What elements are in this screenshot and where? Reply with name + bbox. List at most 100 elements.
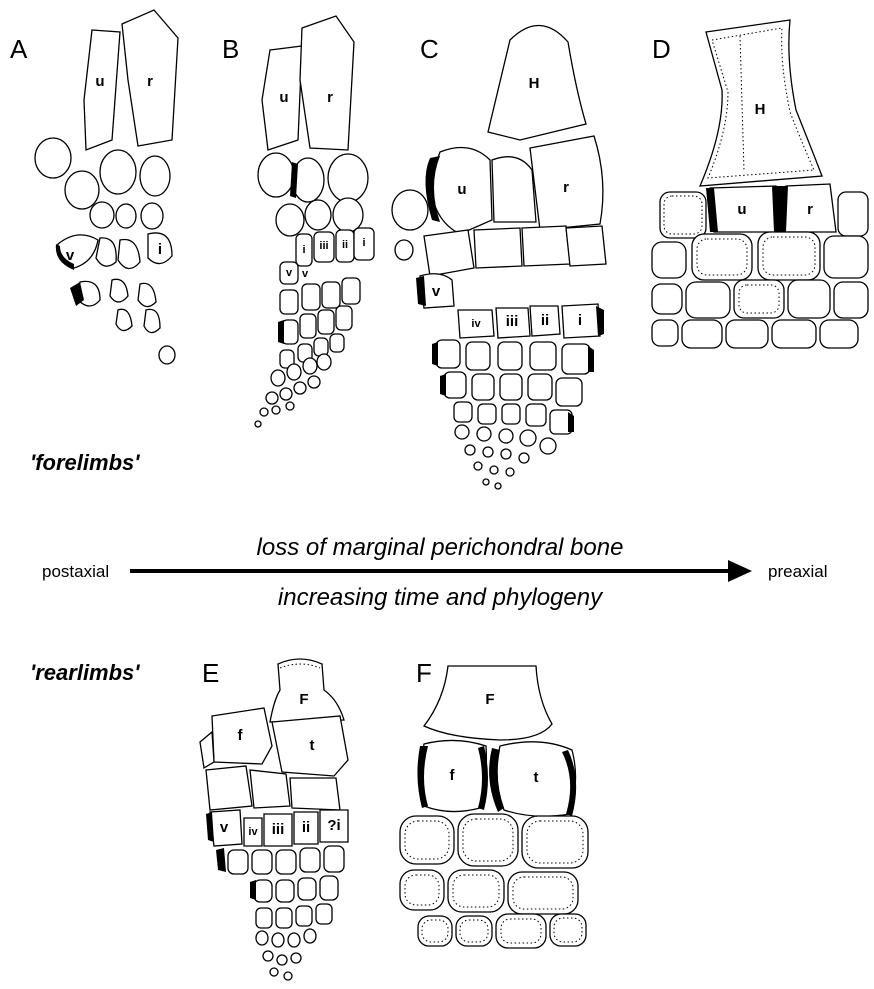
tarsal xyxy=(206,766,252,810)
carpal xyxy=(116,204,136,228)
phalanx xyxy=(478,404,496,424)
phalanx xyxy=(304,929,316,943)
panel-letter-b: B xyxy=(222,34,239,64)
phalanx xyxy=(271,370,285,386)
tarsal xyxy=(496,914,546,948)
phalanx xyxy=(483,447,493,457)
label-ii: ii xyxy=(302,819,310,836)
phalanx xyxy=(266,392,278,404)
phalanx xyxy=(562,344,590,374)
carpal xyxy=(686,282,730,318)
phalanx xyxy=(308,376,320,388)
carpal xyxy=(566,226,606,266)
phalanx xyxy=(270,968,278,976)
tarsal xyxy=(550,914,586,946)
carpal xyxy=(90,202,114,228)
carpal xyxy=(652,284,682,314)
phalanx xyxy=(138,283,156,306)
carpal xyxy=(305,200,331,230)
panel-letter-c: C xyxy=(420,34,439,64)
phalanx xyxy=(256,931,268,945)
perichondral-bone xyxy=(278,320,284,344)
rearlimbs-label: 'rearlimbs' xyxy=(30,660,140,685)
carpal xyxy=(424,230,474,276)
label-v: v xyxy=(220,819,229,836)
phalanx xyxy=(501,449,511,459)
phalanx xyxy=(526,404,546,426)
label-v: v xyxy=(302,268,309,280)
phalanx xyxy=(499,429,513,443)
arrow-bottom-text: increasing time and phylogeny xyxy=(278,584,604,611)
phalanx xyxy=(317,354,331,370)
carpal xyxy=(328,154,368,202)
carpal xyxy=(141,203,163,229)
phalanx xyxy=(528,374,552,400)
label-t: t xyxy=(534,769,539,786)
carpal xyxy=(392,190,428,230)
phalanx xyxy=(144,309,160,332)
label-t: t xyxy=(310,737,315,754)
panel-letter-a: A xyxy=(10,34,28,64)
phalanx xyxy=(286,402,294,410)
label-ii: ii xyxy=(342,239,348,251)
phalanx xyxy=(495,483,501,489)
label-F: F xyxy=(485,691,494,708)
label-qi: ?i xyxy=(327,817,340,834)
forelimbs-label: 'forelimbs' xyxy=(30,450,140,475)
phalanx xyxy=(336,306,352,330)
carpal xyxy=(824,236,868,278)
label-iii: iii xyxy=(272,821,285,838)
phalanx xyxy=(506,468,514,476)
label-iii: iii xyxy=(319,240,328,252)
intermedium xyxy=(492,157,536,222)
tarsal xyxy=(200,732,214,768)
phalanx xyxy=(263,951,273,961)
phalanx xyxy=(298,878,316,900)
postaxial-label: postaxial xyxy=(42,562,109,581)
phalanx xyxy=(255,421,261,427)
tarsal xyxy=(290,778,340,810)
phalanx xyxy=(466,342,490,370)
phalanx xyxy=(282,320,298,344)
label-h: H xyxy=(755,101,766,118)
panel-c: C H u r v iv iii ii i xyxy=(392,25,606,489)
phalanx xyxy=(474,462,482,470)
phalanx xyxy=(159,346,175,364)
phalanx xyxy=(342,278,360,304)
phalanx xyxy=(252,850,272,874)
phalanx xyxy=(276,880,294,902)
phalanx xyxy=(318,310,334,334)
carpal xyxy=(35,138,71,178)
carpal xyxy=(834,282,868,318)
label-u: u xyxy=(737,201,746,218)
phalanx xyxy=(294,382,306,394)
phalanx xyxy=(520,430,536,446)
carpal xyxy=(726,320,768,348)
ulna-bone xyxy=(84,30,120,150)
phalanx xyxy=(277,955,287,965)
carpal xyxy=(788,280,830,318)
phalanx xyxy=(324,846,344,872)
label-iii: iii xyxy=(506,313,519,330)
perichondral-bone xyxy=(440,374,446,396)
carpal xyxy=(838,192,868,236)
phalanx xyxy=(300,314,316,338)
tarsal xyxy=(250,770,290,808)
panel-a: A u r v i xyxy=(10,10,178,364)
label-v: v xyxy=(286,267,293,279)
phalanx xyxy=(454,402,472,422)
phalanx xyxy=(455,425,469,439)
label-r: r xyxy=(563,179,569,196)
label-i: i xyxy=(302,244,305,256)
perichondral-bone xyxy=(432,342,438,366)
phalanx xyxy=(477,427,491,441)
phalanx xyxy=(316,904,332,924)
phalanx xyxy=(330,334,344,352)
carpal xyxy=(395,240,413,260)
label-v: v xyxy=(66,247,75,264)
phalanx xyxy=(472,374,494,400)
label-F: F xyxy=(299,691,308,708)
phalanx xyxy=(498,342,522,370)
phalanx xyxy=(322,282,340,308)
